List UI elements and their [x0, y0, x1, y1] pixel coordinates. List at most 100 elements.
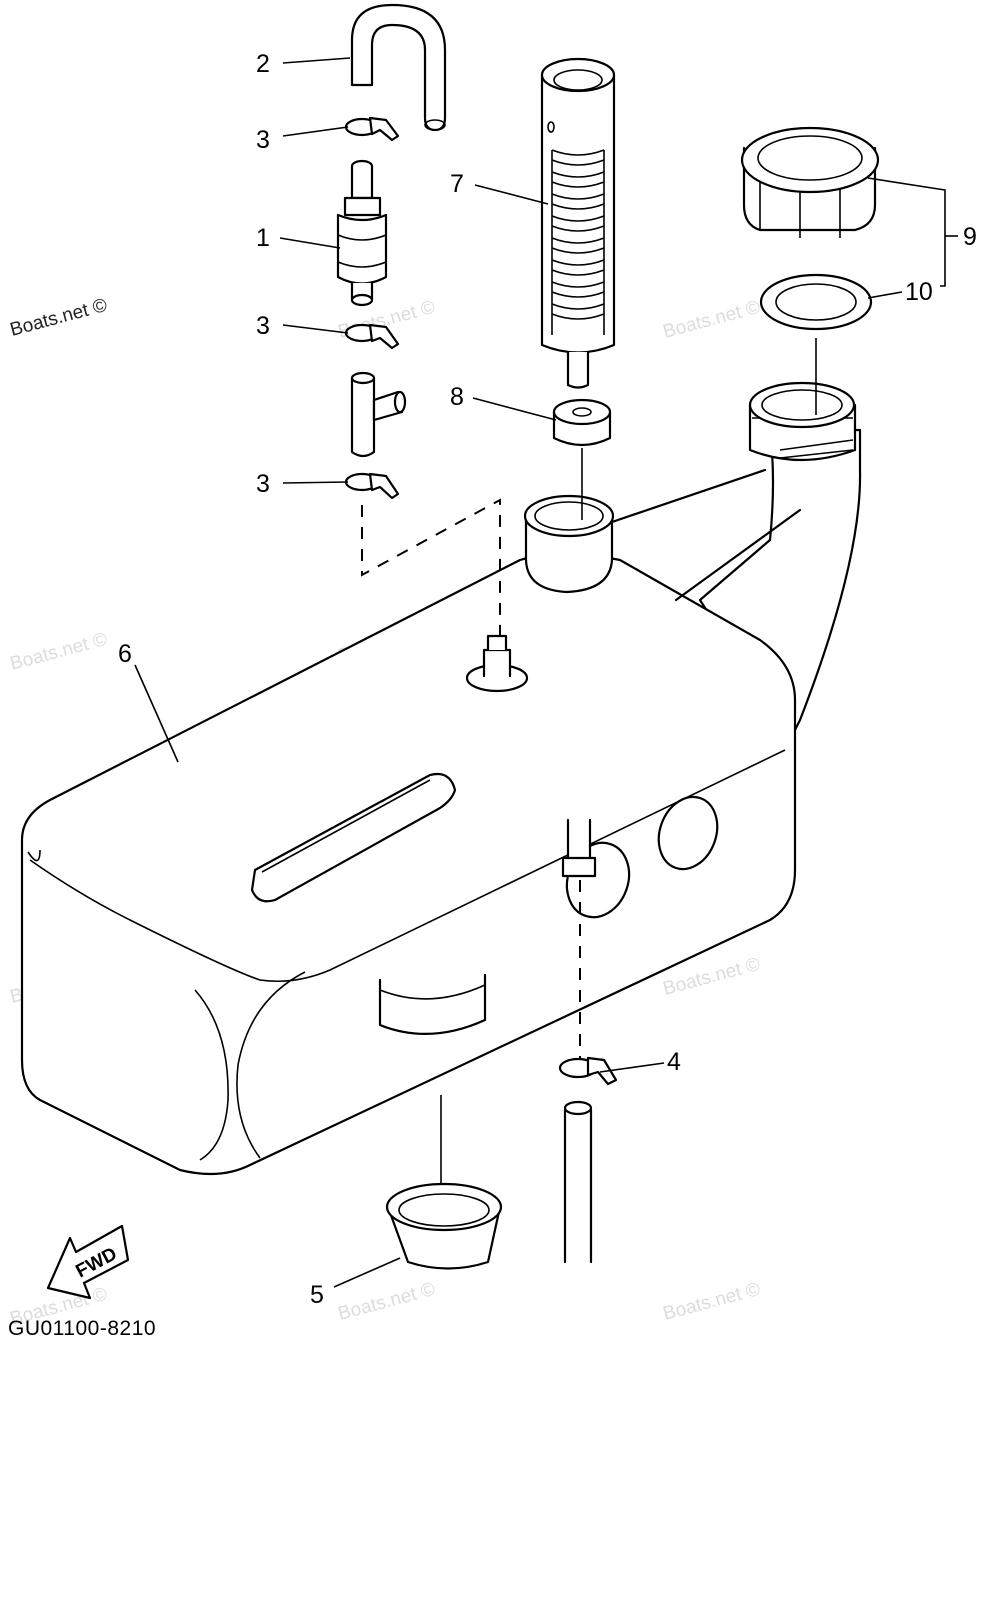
strainer-top — [540, 57, 616, 93]
leader-8 — [472, 397, 557, 421]
clamp-part-3-a — [344, 116, 400, 142]
tank-side-port-2 — [657, 795, 719, 871]
tank-vent-stem — [482, 648, 512, 678]
callout-10: 10 — [905, 278, 933, 306]
assembly-dash-line — [361, 498, 501, 640]
strainer-mesh — [551, 149, 605, 335]
tank-handle-inner — [261, 779, 431, 873]
diagram-code: GU01100-8210 — [8, 1317, 156, 1340]
clamp-tab — [368, 116, 400, 142]
tank-end-curve-right — [236, 971, 306, 1159]
leader-1 — [279, 237, 341, 249]
leader-6 — [134, 664, 179, 763]
leader-3c — [282, 481, 349, 484]
tank-bottom-boss — [378, 973, 487, 1035]
hose-u-shape — [350, 3, 447, 132]
oil-hose-body — [563, 1108, 593, 1264]
tank-neck-line-2 — [674, 508, 802, 602]
oil-hose — [563, 1100, 593, 1264]
watermark-text: Boats.net © — [661, 297, 763, 343]
thread-2 — [779, 439, 854, 451]
filter-top-collar — [343, 196, 382, 217]
tank-vent-tip — [486, 634, 508, 652]
callout-2: 2 — [256, 50, 270, 78]
clamp-tab — [368, 323, 400, 350]
bottom-fitting — [561, 818, 597, 878]
callout-4: 4 — [667, 1048, 681, 1076]
callout-8: 8 — [450, 383, 464, 411]
strainer-mesh-bands — [551, 149, 605, 310]
callout-9: 9 — [963, 223, 977, 251]
clamp-tab — [368, 472, 400, 500]
thread-3 — [779, 449, 854, 459]
clamp-part-3-c — [344, 472, 400, 500]
leader-3a — [282, 126, 349, 137]
tank-neck-line — [610, 468, 767, 524]
gasket-outer — [759, 273, 873, 331]
leader-3b — [282, 324, 349, 334]
bottom-fitting-collar — [561, 856, 597, 878]
cup-part-5 — [385, 1182, 503, 1270]
leader-4 — [599, 1062, 665, 1073]
callouts: 2 3 1 3 3 7 8 9 10 6 4 5 — [118, 50, 977, 1309]
cap-top-inner — [757, 135, 863, 181]
tank-body — [20, 552, 797, 1176]
cap-top — [740, 126, 880, 194]
callout-6: 6 — [118, 640, 132, 668]
tank-handle — [250, 772, 457, 903]
cup-rim — [385, 1182, 503, 1232]
callout-7: 7 — [450, 170, 464, 198]
leader-10 — [867, 291, 903, 299]
tank-end-curve-left — [194, 989, 229, 1161]
filler-neck-tube — [698, 428, 862, 742]
leader-5 — [333, 1257, 401, 1288]
t-joint-top — [350, 371, 376, 385]
tank-bottom-boss-edge — [379, 984, 486, 1000]
tank-top-edge — [29, 749, 786, 983]
grommet-top — [552, 398, 612, 426]
oil-tank — [20, 381, 862, 1176]
callout-3: 3 — [256, 126, 270, 154]
cup-opening — [398, 1193, 490, 1227]
strainer-mesh-bands-2 — [551, 159, 605, 320]
filter-body — [336, 213, 388, 285]
watermark-text: Boats.net © — [661, 1279, 763, 1325]
watermark-text: Boats.net © — [8, 295, 110, 341]
fwd-arrow-shape — [46, 1224, 130, 1300]
tank-inlet-opening — [534, 501, 604, 531]
watermark-text: Boats.net © — [8, 629, 110, 675]
filter-band-1 — [337, 234, 387, 241]
gasket-inner — [775, 283, 857, 321]
leader-lines — [134, 57, 958, 1288]
filter-part-1 — [336, 159, 388, 307]
tank-corner-mark — [27, 849, 41, 862]
filter-bottom-nipple — [350, 293, 374, 307]
callout-3: 3 — [256, 312, 270, 340]
oil-hose-end — [563, 1100, 593, 1116]
hose-end — [424, 119, 446, 131]
strainer-part-7 — [540, 57, 616, 389]
tank-inlet-neck — [524, 518, 614, 594]
t-joint-vertical — [350, 376, 376, 458]
t-joint — [350, 371, 407, 458]
callout-3: 3 — [256, 470, 270, 498]
callout-5: 5 — [310, 1281, 324, 1309]
watermark-text: Boats.net © — [336, 1279, 438, 1325]
t-joint-branch-end — [393, 390, 407, 414]
filter-top-stem — [350, 164, 374, 200]
strainer-top-opening — [553, 69, 603, 91]
leader-9-bracket — [867, 177, 946, 287]
grommet-hole — [572, 407, 592, 417]
filler-neck-opening — [761, 389, 843, 421]
filter-band-2 — [337, 261, 387, 268]
callout-1: 1 — [256, 224, 270, 252]
hose-part-2 — [350, 3, 447, 132]
leader-7 — [474, 184, 549, 205]
cap-part-9 — [740, 126, 880, 238]
clamp-part-3-b — [344, 323, 400, 350]
grommet-part-8 — [552, 398, 612, 447]
gasket-part-10 — [759, 273, 873, 331]
strainer-hole — [547, 121, 555, 133]
leader-2 — [282, 57, 351, 64]
